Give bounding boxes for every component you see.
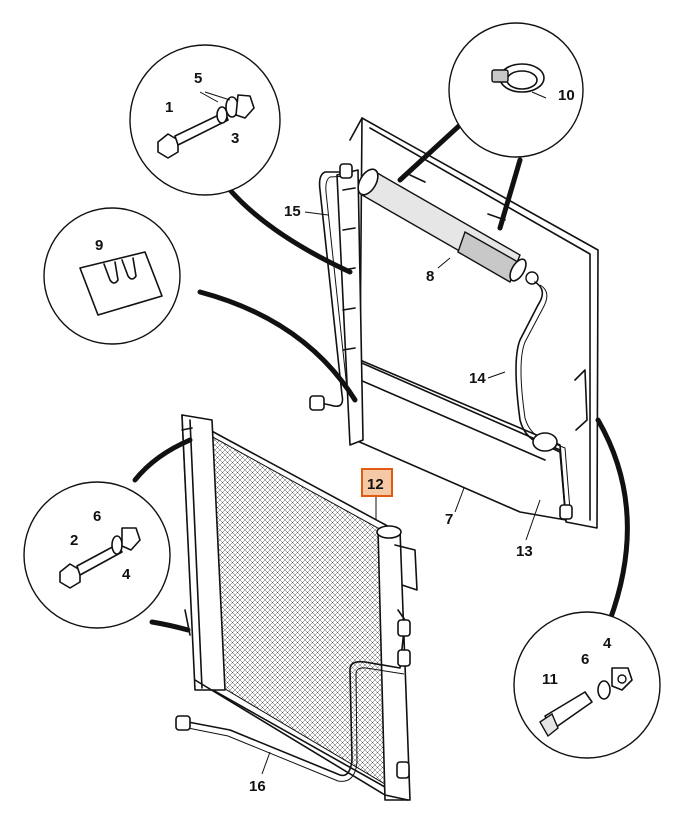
pipe-15-top-nut	[339, 163, 353, 179]
pipe-nut-14	[532, 432, 558, 452]
callout-10: 10	[558, 87, 575, 104]
leader-detail-9	[197, 289, 358, 403]
pipe-15-nut	[309, 395, 325, 411]
pipe-end-fitting	[559, 504, 573, 520]
detail-circle-bolt-left	[23, 481, 171, 629]
callout-13: 13	[516, 543, 533, 560]
callout-15: 15	[284, 203, 301, 220]
callout-6-right: 6	[581, 651, 589, 668]
leader-detail-1	[227, 187, 353, 275]
callout-3: 3	[231, 130, 239, 147]
callout-16: 16	[249, 778, 266, 795]
callout-14: 14	[469, 370, 486, 387]
leader-detail-2b	[149, 619, 191, 633]
leader-detail-11	[595, 417, 630, 623]
callout-1: 1	[165, 99, 173, 116]
pipe-16	[187, 609, 406, 777]
callout-11: 11	[542, 671, 558, 688]
detail-circle-bolt-top	[129, 44, 281, 196]
callout-7: 7	[445, 511, 453, 528]
callout-8: 8	[426, 268, 434, 285]
receiver-drier	[357, 168, 539, 285]
callout-4-left: 4	[122, 566, 131, 583]
leader-detail-10b	[497, 157, 523, 231]
detail-circle-stud	[513, 611, 661, 759]
detail-circle-clamp	[448, 22, 584, 158]
pipe-15	[318, 171, 346, 408]
pipe-16-nut	[175, 715, 191, 731]
selected-part-badge[interactable]: 12	[361, 468, 393, 497]
callout-12: 12	[367, 476, 384, 493]
detail-circle-shim	[43, 207, 181, 345]
leader-detail-10a	[397, 122, 463, 183]
callout-4-right: 4	[603, 635, 612, 652]
callout-9: 9	[95, 237, 103, 254]
callout-2: 2	[70, 532, 78, 549]
leader-detail-2	[132, 437, 193, 483]
callout-5: 5	[194, 70, 202, 87]
callout-6-left: 6	[93, 508, 101, 525]
